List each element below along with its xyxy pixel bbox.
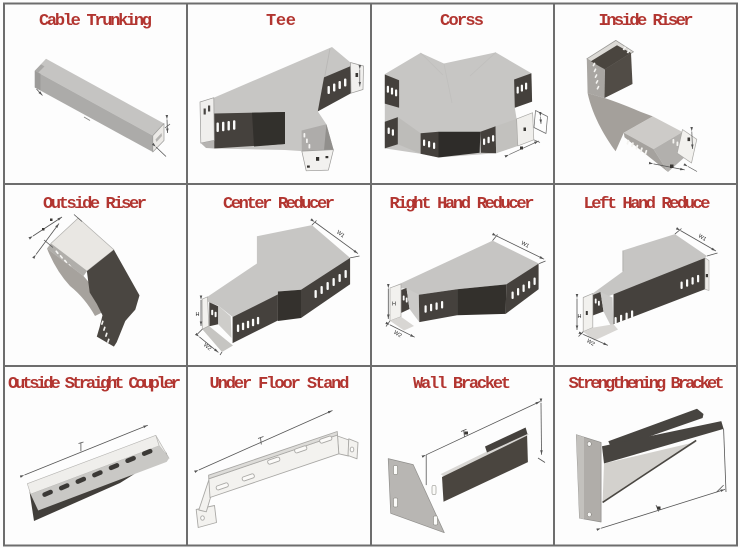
svg-text:Center Reducer: Center Reducer: [223, 195, 335, 214]
svg-text:Strengthening Bracket: Strengthening Bracket: [569, 375, 725, 394]
svg-text:H: H: [392, 302, 396, 308]
svg-text:Wall Bracket: Wall Bracket: [413, 375, 511, 394]
svg-text:Outside Riser: Outside Riser: [43, 195, 147, 214]
svg-text:Inside Riser: Inside Riser: [599, 12, 694, 31]
svg-text:W2: W2: [202, 342, 212, 352]
svg-text:W2: W2: [392, 330, 402, 340]
svg-text:Tee: Tee: [266, 12, 296, 31]
svg-text:H: H: [196, 312, 200, 318]
svg-text:Outside Straight Coupler: Outside Straight Coupler: [8, 375, 181, 394]
svg-text:W2: W2: [585, 338, 595, 348]
svg-text:W1: W1: [520, 240, 530, 249]
svg-text:H: H: [578, 314, 582, 320]
svg-text:W1: W1: [697, 233, 707, 242]
svg-text:Left Hand Reduce: Left Hand Reduce: [584, 195, 711, 214]
svg-text:Right Hand Reducer: Right Hand Reducer: [390, 195, 535, 214]
svg-text:Cable Trunking: Cable Trunking: [39, 12, 152, 31]
svg-text:Under Floor Stand: Under Floor Stand: [210, 375, 350, 394]
svg-text:Corss: Corss: [440, 12, 484, 31]
svg-text:W1: W1: [335, 230, 345, 240]
